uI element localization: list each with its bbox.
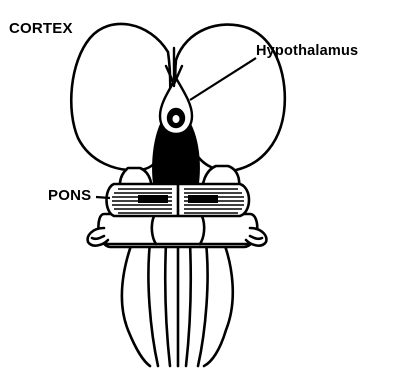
brainstem [122, 243, 233, 366]
cortex-label: CORTEX [9, 20, 73, 37]
pons-label: PONS [48, 187, 91, 204]
pons-structure [107, 184, 250, 216]
lower-band [98, 214, 257, 247]
hypothalamus-label: Hypothalamus [256, 43, 358, 59]
pons-leader [96, 197, 110, 198]
